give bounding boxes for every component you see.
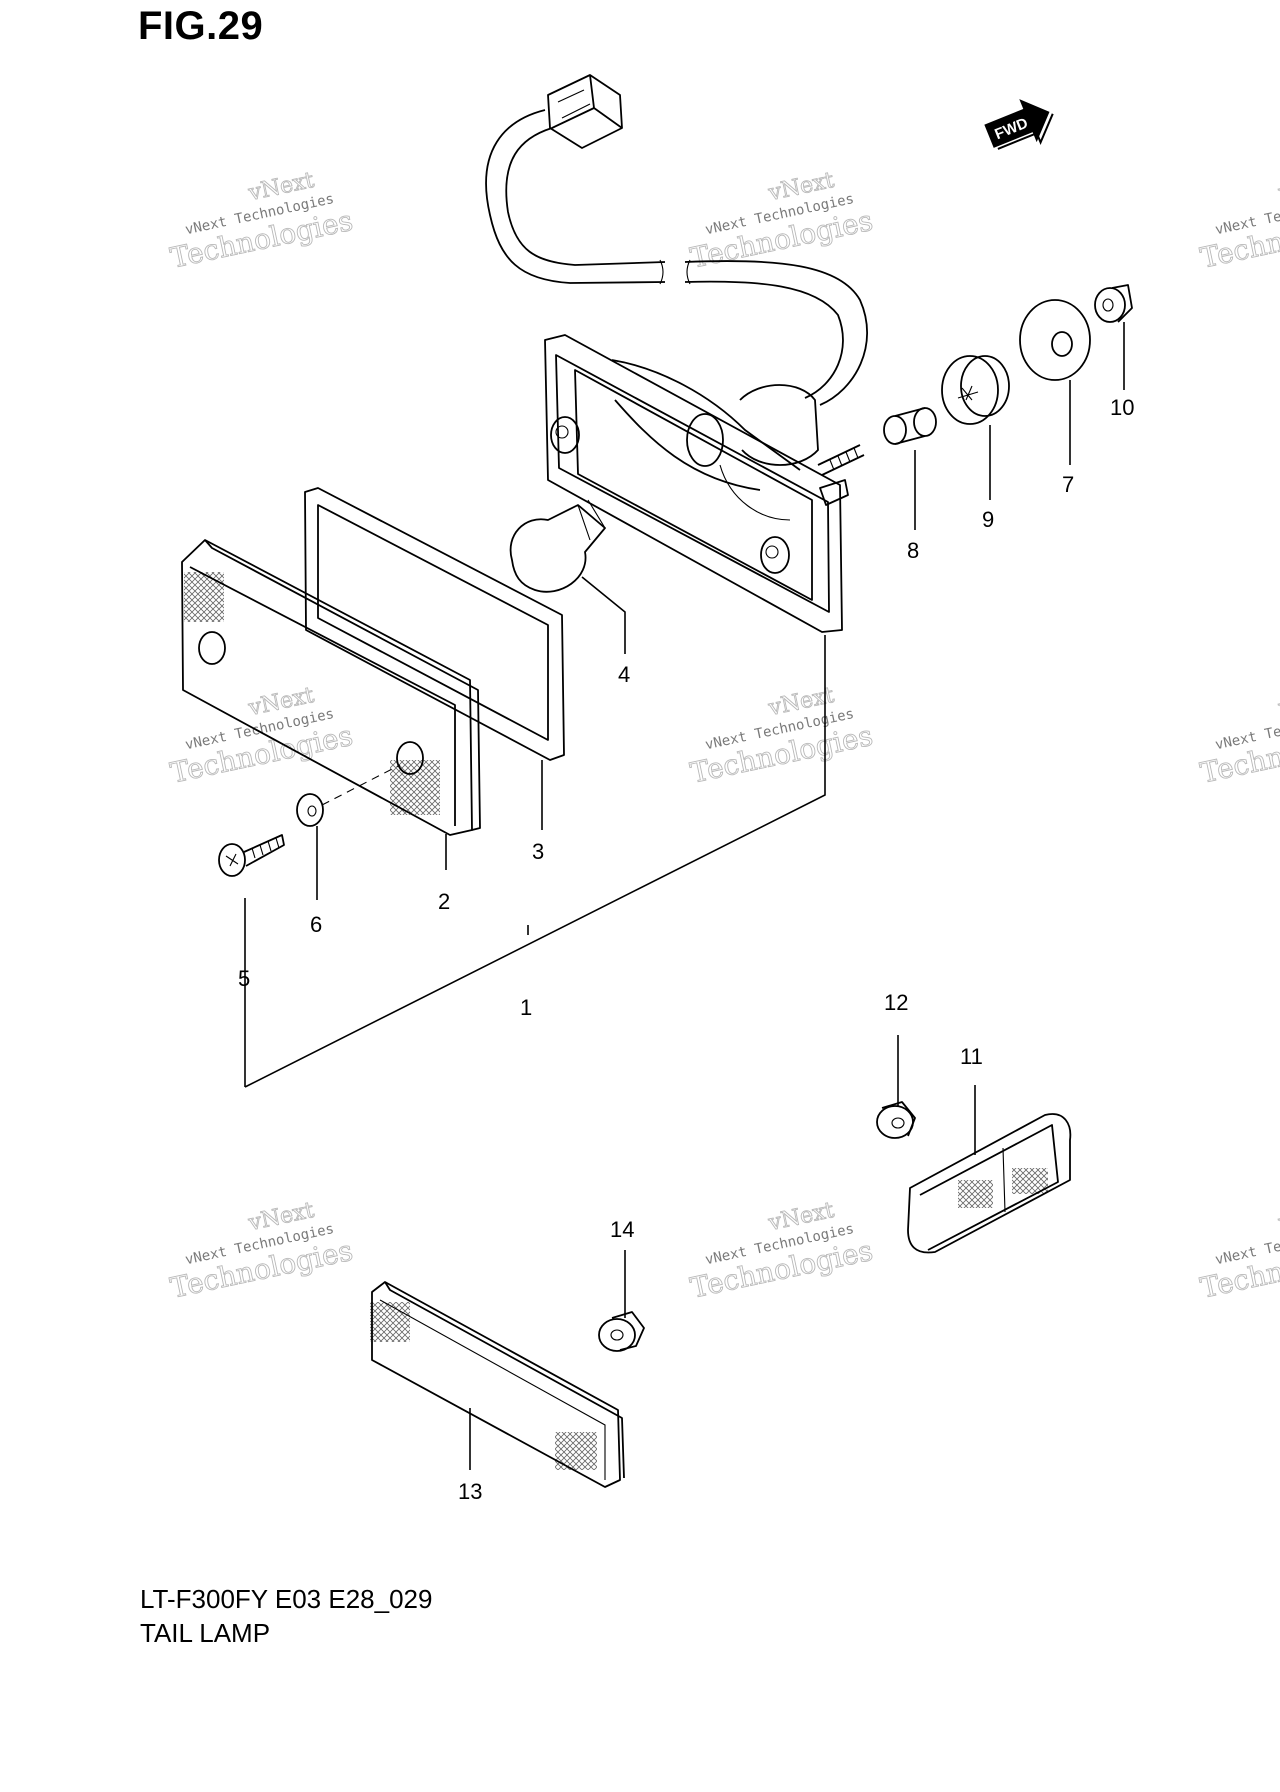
lens-part-2 [181,539,481,836]
spacer-part-8 [883,407,937,445]
watermark: vNext vNext Technologies Technologies [1197,1197,1280,1305]
watermark-line1: vNext [1276,683,1280,721]
watermark-group: vNext vNext Technologies Technologies vN… [167,167,1280,1305]
figure-title: FIG.29 [138,4,264,48]
washer-part-6 [296,764,401,827]
reflector-part-11 [907,1113,1072,1254]
callout-10: 10 [1110,395,1134,420]
bulb-part-4 [509,499,606,593]
nut-part-12 [876,1101,916,1139]
callout-8: 8 [907,538,919,563]
callout-4: 4 [618,662,630,687]
washer-part-7 [1019,299,1091,381]
gasket-part-3 [304,487,565,761]
watermark-line1: vNext [1276,168,1280,206]
lamp-housing [544,334,865,633]
callout-12: 12 [884,990,908,1015]
assembly-name: TAIL LAMP [140,1618,271,1648]
callout-labels: 1 2 3 4 5 6 7 8 9 10 11 12 13 14 [238,395,1134,1504]
callout-3: 3 [532,839,544,864]
watermark: vNext vNext Technologies Technologies [167,1197,356,1305]
watermark-line1: vNext [1276,1198,1280,1236]
nut-part-10 [1094,284,1133,323]
callout-1: 1 [520,995,532,1020]
callout-13: 13 [458,1479,482,1504]
model-code: LT-F300FY E03 E28_029 [140,1584,433,1614]
watermark: vNext vNext Technologies Technologies [687,682,876,790]
callout-14: 14 [610,1217,634,1242]
fwd-direction-badge: FWD [984,99,1054,150]
leader-lines [244,322,1125,1470]
screw-part-5 [218,834,285,877]
watermark: vNext vNext Technologies Technologies [687,1197,876,1305]
callout-9: 9 [982,507,994,532]
callout-11: 11 [960,1044,983,1069]
nut-part-14 [598,1311,645,1352]
callout-5: 5 [238,966,250,991]
callout-7: 7 [1062,472,1074,497]
wire-harness [485,74,869,406]
reflector-part-13 [370,1281,625,1488]
watermark: vNext vNext Technologies Technologies [687,167,876,275]
callout-6: 6 [310,912,322,937]
callout-2: 2 [438,889,450,914]
grommet-part-9 [941,355,1010,425]
watermark: vNext vNext Technologies Technologies [1197,167,1280,275]
watermark: vNext vNext Technologies Technologies [1197,682,1280,790]
watermark: vNext vNext Technologies Technologies [167,167,356,275]
